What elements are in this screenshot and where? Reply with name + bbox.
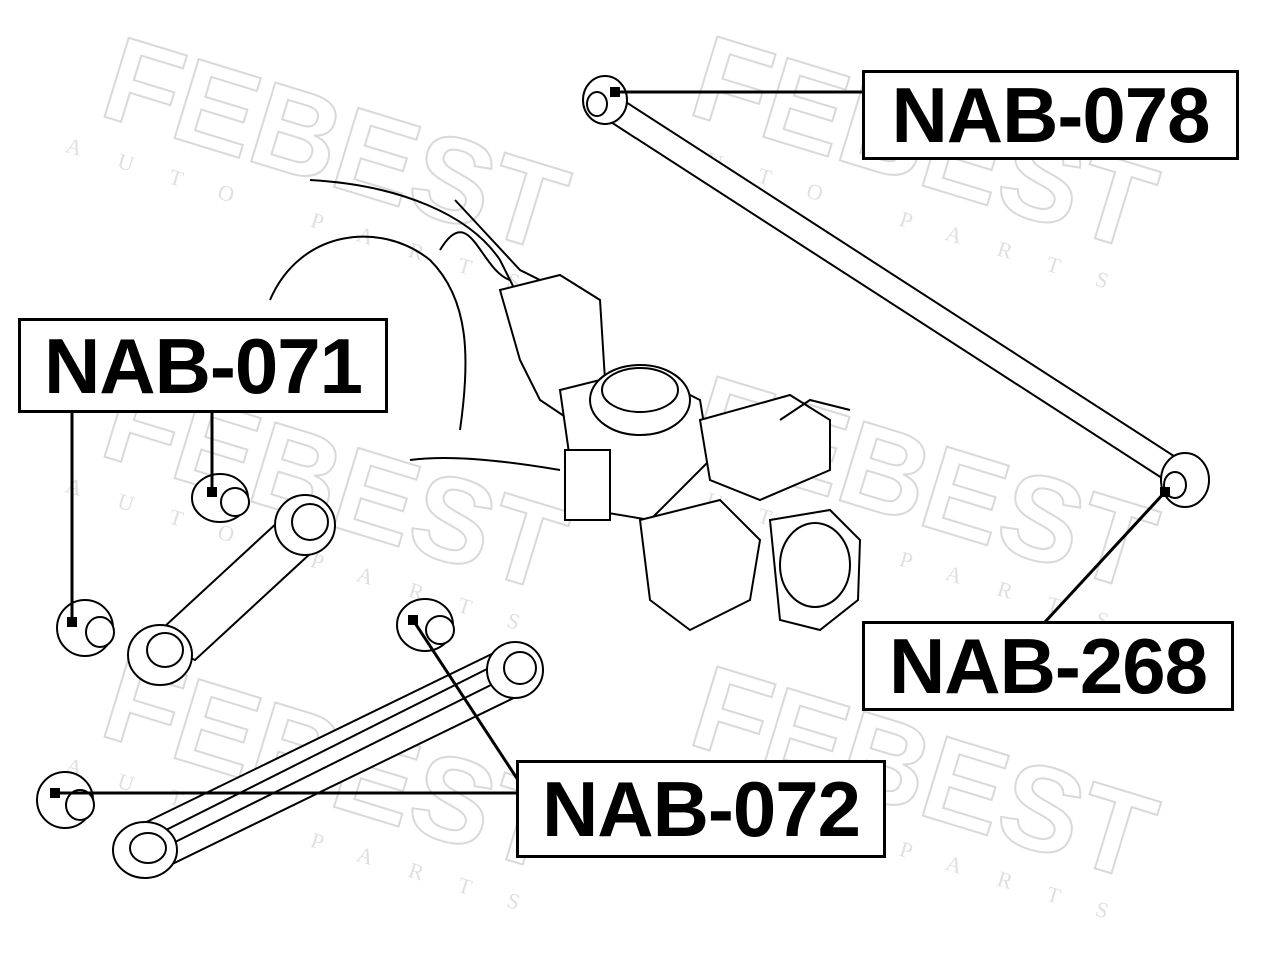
watermark-1: FEBEST AUTO PARTS [63, 10, 582, 306]
marker-nab-268 [1160, 487, 1170, 497]
label-nab-072: NAB-072 [516, 760, 886, 858]
marker-nab-072-a [50, 788, 60, 798]
knuckle-assembly [498, 273, 862, 632]
leader-lines [50, 87, 1170, 798]
leader-nab-268 [1043, 490, 1167, 624]
lower-arm [36, 598, 544, 879]
marker-nab-078 [610, 87, 620, 97]
marker-nab-072-b [408, 615, 418, 625]
label-nab-078: NAB-078 [862, 70, 1239, 160]
leader-nab-072-b [411, 619, 520, 781]
marker-nab-071-b [207, 487, 217, 497]
label-nab-268: NAB-268 [862, 621, 1234, 711]
label-nab-071: NAB-071 [18, 318, 388, 413]
marker-nab-071-a [67, 617, 77, 627]
